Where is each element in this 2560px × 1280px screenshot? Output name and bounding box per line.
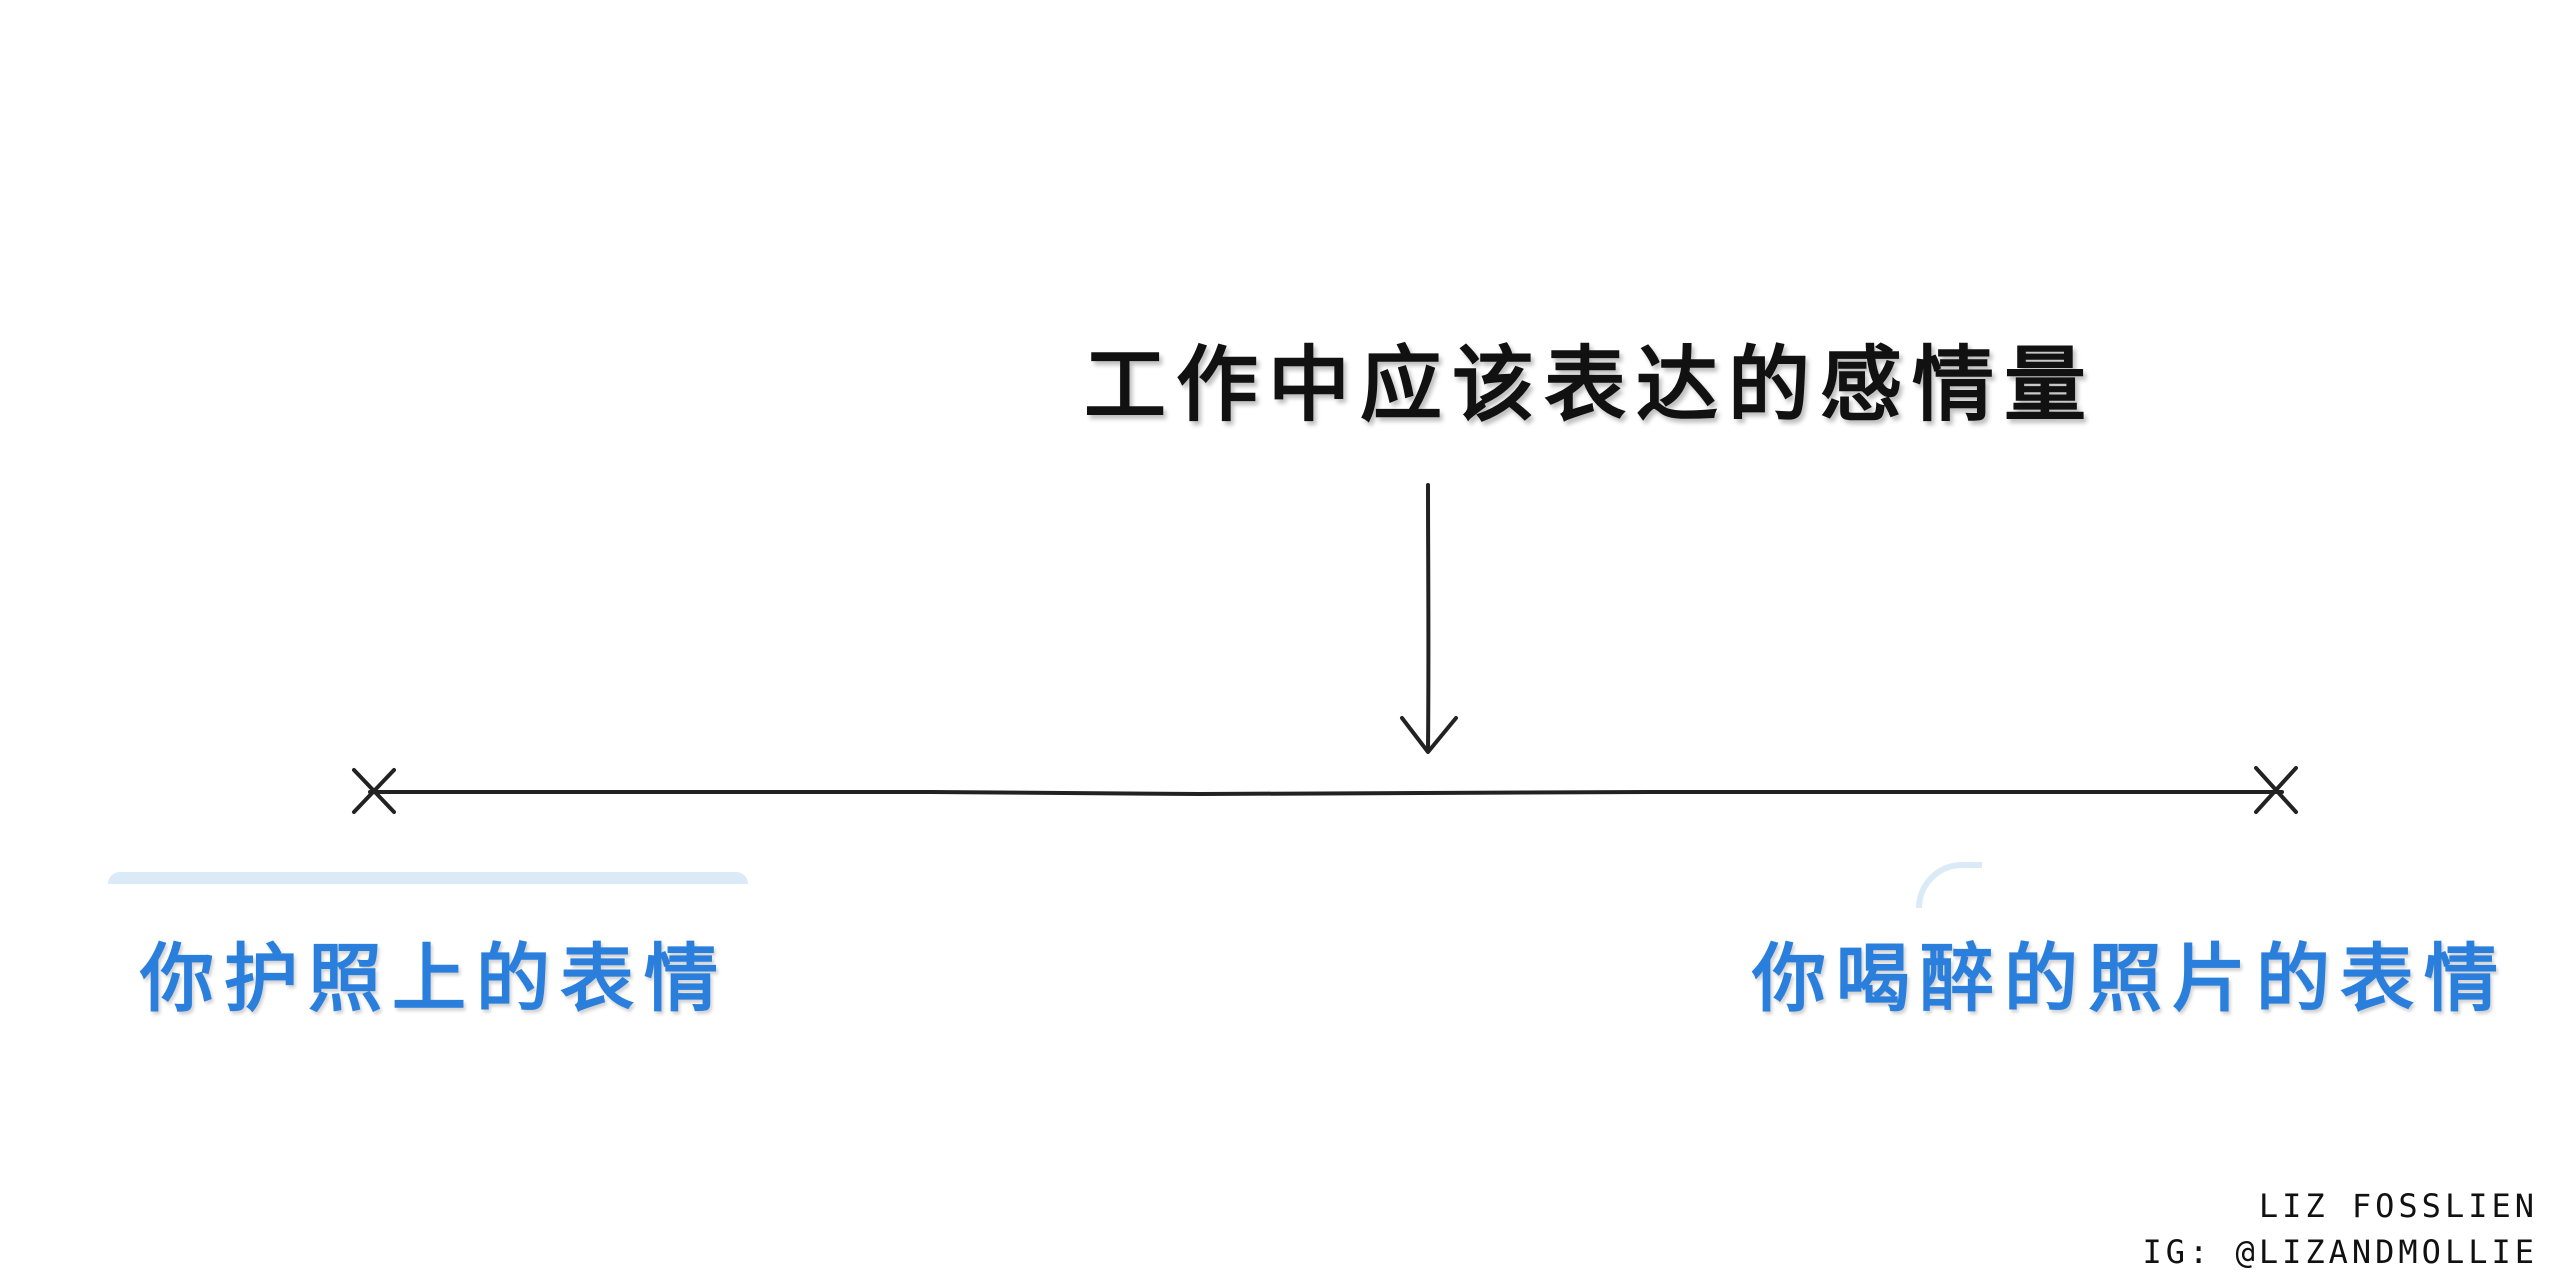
author-credit: LIZ FOSSLIEN: [2258, 1187, 2538, 1225]
left-label-highlight: [108, 872, 748, 884]
right-endpoint-label: 你喝醉的照片的表情: [1752, 936, 2508, 1022]
instagram-handle: IG: @LIZANDMOLLIE: [2142, 1233, 2538, 1271]
spectrum-line: [368, 790, 2284, 797]
down-arrow-head: [1400, 716, 1458, 754]
left-endpoint-x-mark: [352, 768, 396, 814]
diagram-title: 工作中应该表达的感情量: [1083, 338, 2096, 433]
left-endpoint-label: 你护照上的表情: [140, 936, 728, 1022]
right-endpoint-x-mark: [2254, 766, 2298, 814]
